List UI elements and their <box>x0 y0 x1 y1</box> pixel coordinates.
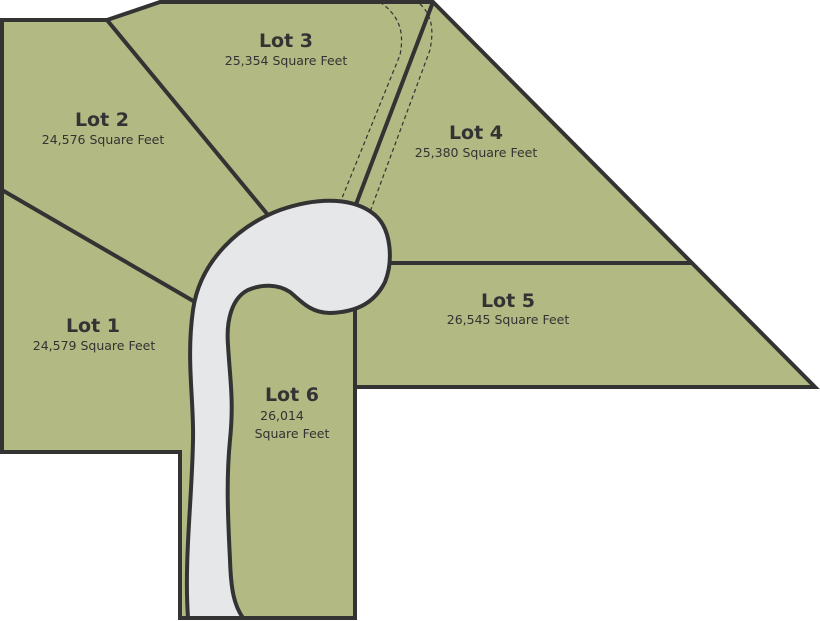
lot-1-label: Lot 1 24,579 Square Feet <box>33 315 156 353</box>
lot-3-label: Lot 3 25,354 Square Feet <box>225 30 348 68</box>
lot-area: 24,576 Square Feet <box>42 132 165 147</box>
lot-name: Lot 3 <box>259 30 313 52</box>
lot-line-3-4 <box>353 1 435 208</box>
lot-name: Lot 4 <box>449 122 503 144</box>
lot-5-label: Lot 5 26,545 Square Feet <box>447 290 570 327</box>
lot-line-1-2 <box>0 188 197 304</box>
easement-dashed-line-right <box>369 3 433 213</box>
lot-6-label: Lot 6 26,014 Square Feet <box>255 384 330 441</box>
lot-area-line-2: Square Feet <box>255 426 330 441</box>
lot-area: 25,380 Square Feet <box>415 145 538 160</box>
lot-name: Lot 1 <box>66 315 120 337</box>
lot-2-label: Lot 2 24,576 Square Feet <box>42 109 165 147</box>
lot-area-line-1: 26,014 <box>260 408 304 423</box>
lot-line-2-3 <box>105 18 270 217</box>
lot-name: Lot 6 <box>265 384 319 406</box>
lot-area: 25,354 Square Feet <box>225 53 348 68</box>
lot-name: Lot 2 <box>75 109 129 131</box>
easement-dashed-line-left <box>339 1 403 204</box>
lot-area: 24,579 Square Feet <box>33 338 156 353</box>
lot-name: Lot 5 <box>481 290 535 312</box>
lot-4-label: Lot 4 25,380 Square Feet <box>415 122 538 160</box>
lot-area: 26,545 Square Feet <box>447 312 570 327</box>
cul-de-sac-road <box>184 198 392 620</box>
